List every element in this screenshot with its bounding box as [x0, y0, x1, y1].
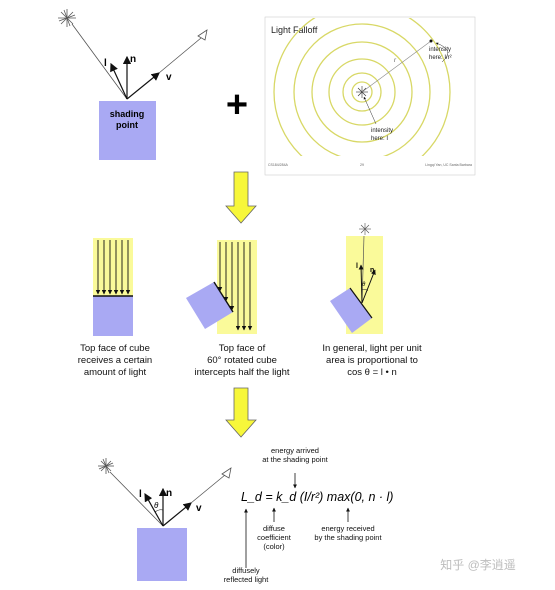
- flat-cube: [93, 296, 133, 336]
- general-cube-figure: l n θ: [330, 223, 383, 334]
- bottom-v-arrow: [162, 502, 192, 527]
- caption-general: In general, light per unit area is propo…: [322, 343, 422, 378]
- falloff-outer-label-2: here: I/r²: [429, 55, 452, 61]
- bottom-cube: [137, 528, 187, 581]
- general-theta-label: θ: [362, 282, 366, 288]
- falloff-inner-label-2: here: I: [371, 136, 388, 142]
- bottom-l-label: l: [139, 489, 142, 500]
- watermark: 知乎 @李逍遥: [440, 557, 516, 572]
- vec-l-label: l: [104, 58, 107, 69]
- general-cube: [330, 288, 372, 333]
- bottom-theta-label: θ: [154, 501, 159, 510]
- bottom-light-icon: [98, 458, 114, 474]
- view-ray-line: [158, 37, 202, 74]
- falloff-footer-left: CS184/284A: [268, 163, 289, 167]
- bottom-l-arrow: [144, 492, 164, 527]
- vec-v-label: v: [166, 72, 172, 83]
- vec-n-label: n: [130, 54, 136, 65]
- energy-arrived-label: energy arrived at the shading point: [262, 446, 328, 464]
- shading-point-cube: [99, 101, 156, 160]
- general-n-label: n: [370, 267, 374, 274]
- falloff-footer-right: Lingqi Yan, UC Santa Barbara: [425, 163, 472, 167]
- rendering-equation: L_d = k_d (I/r²) max(0, n · l): [241, 490, 393, 504]
- vector-l-arrow: [110, 62, 128, 100]
- general-l-label: l: [356, 263, 358, 270]
- energy-received-label: energy received by the shading point: [314, 524, 382, 542]
- light-source-icon: [58, 9, 76, 27]
- falloff-radius-label: r: [394, 58, 397, 64]
- vector-v-arrow: [126, 72, 160, 100]
- rotated-cube-figure: [186, 240, 257, 334]
- falloff-footer-mid: 29: [360, 163, 364, 167]
- falloff-outer-label-1: intensity: [429, 47, 451, 53]
- bottom-eye-icon: [221, 467, 232, 479]
- diffusely-reflected-label: diffusely reflected light: [223, 566, 269, 584]
- shading-point-label-1: shading: [110, 109, 145, 119]
- down-arrow-2: [225, 387, 257, 438]
- caption-flat: Top face of cube receives a certain amou…: [77, 343, 153, 378]
- bottom-shading-diagram: l n v θ: [98, 458, 232, 581]
- bottom-v-label: v: [196, 503, 202, 514]
- shading-point-label-2: point: [116, 120, 138, 130]
- falloff-title: Light Falloff: [271, 25, 318, 35]
- falloff-radius-line: [361, 40, 432, 93]
- falloff-inner-label-1: intensity: [371, 128, 393, 134]
- caption-rotated: Top face of 60° rotated cube intercepts …: [194, 343, 290, 378]
- top-shading-diagram: l n v shading point: [58, 9, 208, 160]
- diffuse-coefficient-label: diffuse coefficient (color): [257, 524, 291, 551]
- eye-icon: [197, 29, 208, 41]
- plus-sign: +: [226, 84, 248, 126]
- down-arrow-1: [225, 171, 257, 224]
- light-ray-line: [71, 23, 128, 100]
- light-falloff-panel: Light Falloff r intensity here: I/r² int…: [264, 16, 476, 176]
- flat-cube-figure: [93, 238, 133, 336]
- bottom-n-label: n: [166, 488, 172, 499]
